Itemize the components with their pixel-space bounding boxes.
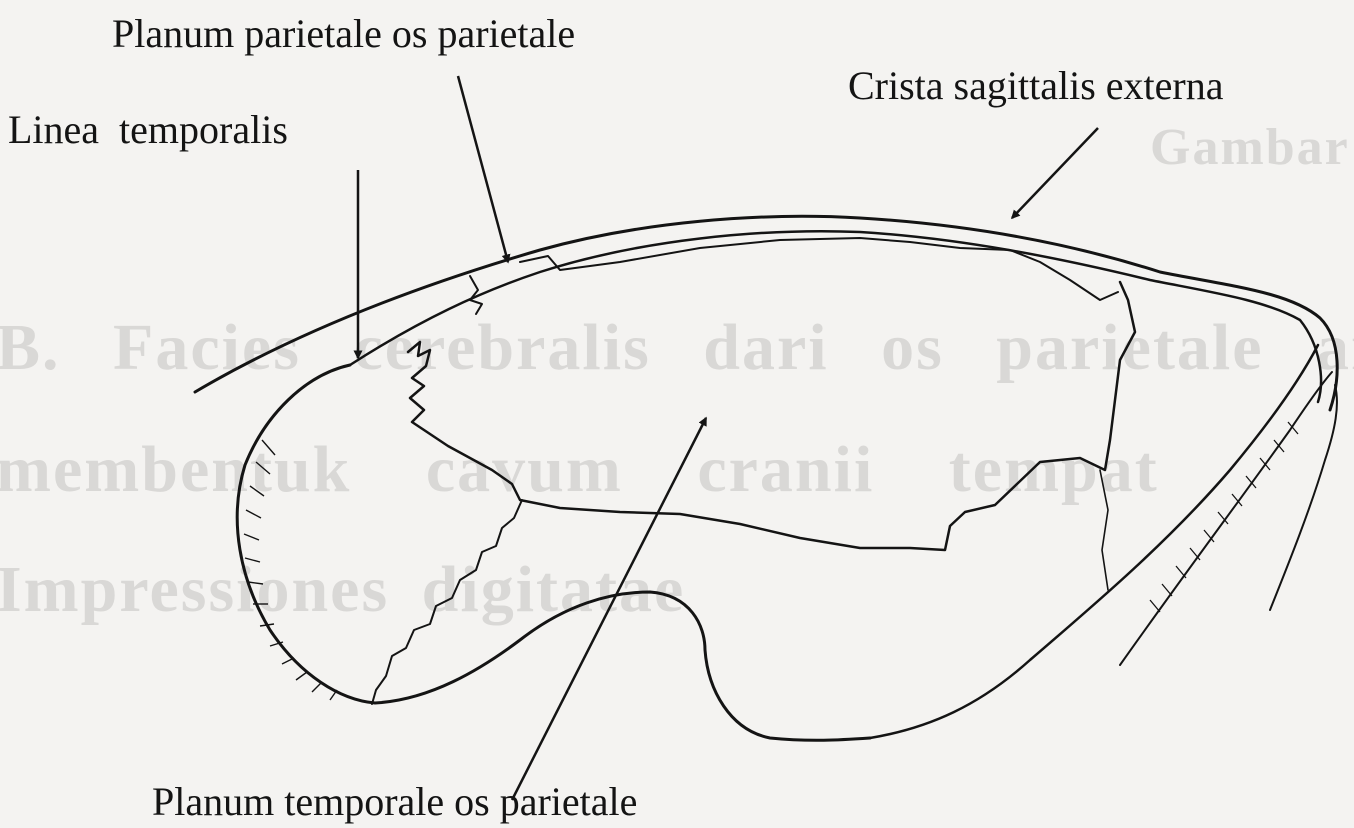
suture-line-right — [1100, 470, 1108, 590]
bone-left-border — [237, 365, 870, 740]
bone-outer-outline — [195, 216, 1337, 410]
bone-right-ridge — [1120, 372, 1332, 665]
arrow-planum-temporale — [512, 418, 706, 800]
left-hatching — [244, 440, 337, 700]
bone-lower-right-border — [870, 345, 1318, 738]
label-crista-sagittalis-externa: Crista sagittalis externa — [848, 66, 1223, 106]
arrow-planum-parietale — [458, 76, 508, 262]
bone-inner-outline — [350, 231, 1321, 402]
label-planum-temporale: Planum temporale os parietale — [152, 782, 637, 822]
label-linea-temporalis: Linea temporalis — [8, 110, 288, 150]
suture-line-lower — [372, 500, 522, 704]
arrow-crista-sagittalis — [1012, 128, 1098, 218]
label-planum-parietale: Planum parietale os parietale — [112, 14, 575, 54]
bone-right-ridge-2 — [1270, 385, 1337, 610]
planum-upper-boundary — [520, 238, 1118, 300]
